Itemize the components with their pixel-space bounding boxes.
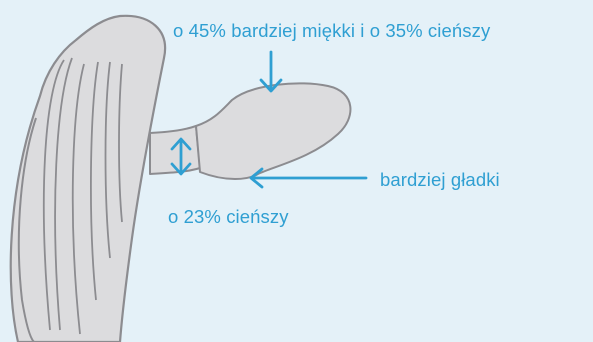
label-smoother: bardziej gładki xyxy=(380,169,500,190)
label-softer-thinner: o 45% bardziej miękki i o 35% cieńszy xyxy=(173,20,491,41)
fiber-layer-1 xyxy=(42,59,65,331)
fiber-body xyxy=(9,14,167,342)
arrow-down-icon xyxy=(259,50,283,93)
fiber-layer-3 xyxy=(71,63,85,335)
arrow-left-icon xyxy=(249,167,368,189)
fiber-layer-2 xyxy=(54,57,73,331)
fiber-layer-4 xyxy=(90,61,99,301)
fiber-layer-5 xyxy=(104,61,111,259)
label-thinner: o 23% cieńszy xyxy=(168,206,289,227)
fiber-layer-6 xyxy=(118,63,123,223)
fiber-layer-outer xyxy=(17,117,37,342)
double-arrow-icon xyxy=(170,137,192,176)
fiber-lobe xyxy=(195,82,352,180)
